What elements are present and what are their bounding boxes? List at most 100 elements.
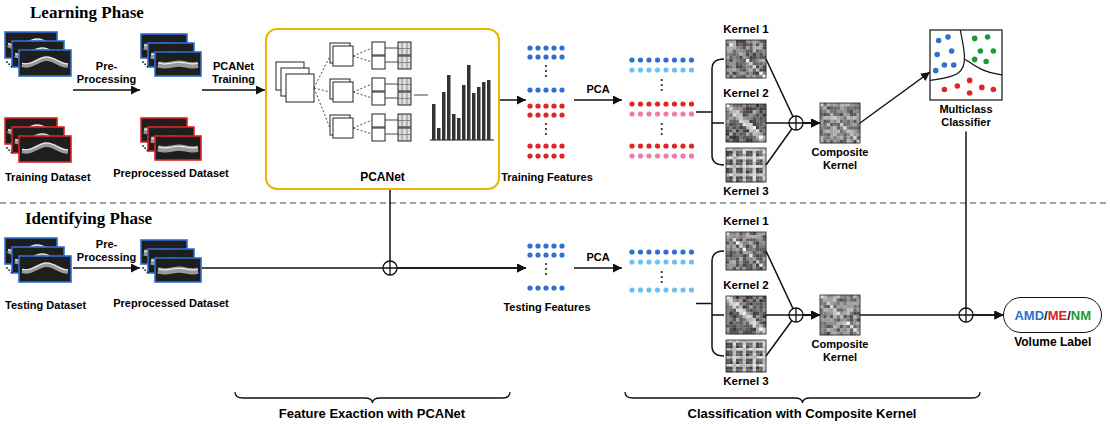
matrix-cell: [756, 361, 760, 364]
matrix-cell: [736, 321, 740, 324]
matrix-cell: [743, 242, 747, 245]
feature-dot: [655, 111, 660, 116]
feature-dot: [543, 153, 548, 158]
matrix-cell: [729, 65, 733, 68]
matrix-cell: [756, 312, 760, 315]
matrix-cell: [749, 174, 753, 177]
ellipsis-dot: [144, 147, 146, 149]
matrix-cell: [759, 343, 763, 346]
matrix-cell: [729, 40, 733, 43]
matrix-cell: [753, 56, 757, 59]
matrix-cell: [729, 254, 733, 257]
matrix-cell: [756, 136, 760, 139]
feature-dot: [629, 101, 634, 106]
feature-dot: [629, 67, 634, 72]
matrix-cell: [840, 126, 844, 130]
matrix-cell: [746, 356, 750, 359]
matrix-cell: [749, 315, 753, 318]
feature-dot: [680, 101, 685, 106]
matrix-cell: [853, 295, 857, 299]
matrix-cell: [753, 159, 757, 162]
hist-bar: [442, 92, 446, 140]
matrix-cell: [746, 65, 750, 68]
matrix-cell: [739, 162, 743, 165]
matrix-cell: [840, 113, 844, 117]
matrix-frame: [726, 296, 766, 334]
matrix-cell: [743, 46, 747, 49]
matrix-cell: [739, 126, 743, 129]
matrix-cell: [756, 359, 760, 362]
matrix-cell: [756, 251, 760, 254]
matrix-cell: [759, 72, 763, 75]
matrix-cell: [823, 126, 827, 130]
matrix-cell: [756, 367, 760, 370]
matrix-cell: [749, 65, 753, 68]
kernel-matrix: Kernel 2: [726, 296, 766, 334]
matrix-cell: [726, 364, 730, 367]
matrix-cell: [736, 129, 740, 132]
matrix-cell: [749, 296, 753, 299]
matrix-cell: [749, 299, 753, 302]
matrix-cell: [833, 103, 837, 107]
feature-dot: [527, 285, 532, 290]
caption-group: Composite Kernel: [807, 338, 873, 364]
matrix-cell: [759, 165, 763, 168]
matrix-cell: [736, 315, 740, 318]
matrix-cell: [853, 116, 857, 120]
matrix-cell: [733, 309, 737, 312]
feature-dot: [672, 287, 677, 292]
oct-scan: [155, 258, 201, 282]
matrix-cell: [853, 298, 857, 302]
matrix-cell: [739, 251, 743, 254]
matrix-cell: [733, 53, 737, 56]
group-label: Feature Exaction with PCANet: [279, 406, 465, 422]
matrix-cell: [759, 351, 763, 354]
feature-dot: [543, 103, 548, 108]
caption-group: Preprocessed Dataset: [113, 297, 229, 310]
kernel-matrix: [726, 104, 766, 142]
matrix-cell: [726, 148, 730, 151]
matrix-cell: [853, 126, 857, 130]
matrix-cell: [753, 174, 757, 177]
hist-bar: [432, 104, 436, 140]
class-dot: [972, 57, 978, 63]
matrix-cell: [756, 157, 760, 160]
matrix-frame: [726, 40, 766, 78]
matrix-cell: [756, 232, 760, 235]
matrix-cell: [736, 154, 740, 157]
matrix-cell: [726, 235, 730, 238]
ellipsis-dot: [8, 149, 10, 151]
matrix-cell: [743, 356, 747, 359]
feature-dot: [655, 153, 660, 158]
matrix-cell: [830, 120, 834, 124]
matrix-cell: [753, 235, 757, 238]
matrix-cell: [733, 264, 737, 267]
matrix-cell: [729, 312, 733, 315]
map-grid: [398, 56, 411, 69]
feature-dot: [680, 259, 685, 264]
matrix-cell: [759, 62, 763, 65]
ellipsis-dot: [11, 272, 13, 274]
matrix-cell: [733, 72, 737, 75]
matrix-cell: [756, 171, 760, 174]
matrix-frame: [820, 295, 860, 335]
matrix-cell: [820, 123, 824, 127]
matrix-cell: [823, 120, 827, 124]
matrix-cell: [749, 151, 753, 154]
matrix-cell: [823, 318, 827, 322]
image-stack: Preprocessed Dataset: [140, 34, 202, 164]
matrix-cell: [736, 248, 740, 251]
matrix-cell: [820, 318, 824, 322]
matrix-cell: [753, 157, 757, 160]
matrix-cell: [753, 46, 757, 49]
matrix-cell: [753, 110, 757, 113]
matrix-cell: [729, 257, 733, 260]
matrix-cell: [827, 328, 831, 332]
matrix-cell: [749, 56, 753, 59]
matrix-cell: [756, 114, 760, 117]
matrix-cell: [736, 171, 740, 174]
matrix-cell: [840, 136, 844, 140]
feature-set: Testing Features: [526, 238, 568, 298]
image-stack: Preprocessed Dataset: [140, 240, 202, 294]
